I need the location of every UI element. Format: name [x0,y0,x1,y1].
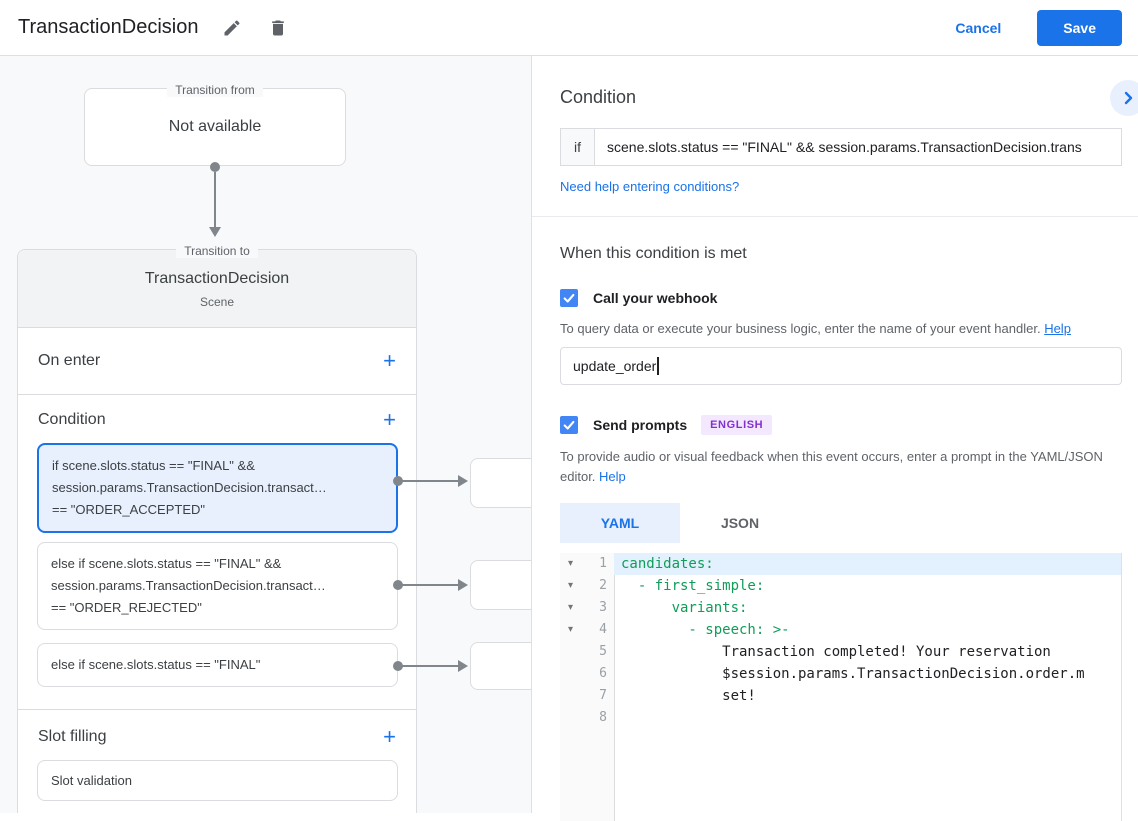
when-condition-heading: When this condition is met [560,245,747,262]
chevron-right-icon [1124,91,1133,105]
connector-dot [393,580,403,590]
transition-target-box[interactable] [470,642,531,690]
panel-title: Condition [560,86,637,107]
divider [532,216,1138,217]
on-enter-label: On enter [38,352,101,369]
fold-arrow-icon[interactable]: ▾ [567,558,574,569]
slot-filling-section: Slot filling + Slot validation [18,710,416,813]
add-condition-button[interactable]: + [383,407,396,432]
send-prompts-checkbox[interactable] [560,416,578,434]
transition-to-legend: Transition to [18,242,416,260]
arrow-right-icon [458,475,468,487]
connector-dot [393,476,403,486]
page-title: TransactionDecision [18,16,199,38]
webhook-help-link[interactable]: Help [1044,321,1071,336]
event-handler-input[interactable]: update_order [560,347,1122,385]
condition-card-final[interactable]: else if scene.slots.status == "FINAL" [37,643,398,687]
prompts-help-link[interactable]: Help [599,469,626,484]
connector-line [214,172,216,227]
prompts-helper-text: To provide audio or visual feedback when… [560,449,1103,484]
edit-button[interactable] [220,16,244,40]
arrow-down-icon [209,227,221,237]
scene-title: TransactionDecision [144,270,290,287]
transition-from-node: Transition from Not available [84,83,346,166]
yaml-code-editor[interactable]: ▾ 1 candidates: ▾ 2 - first_simple: ▾ 3 … [560,553,1122,821]
connector-line [400,584,458,586]
text-caret [657,357,659,375]
scene-header[interactable]: TransactionDecision Scene [18,250,416,328]
condition-card-rejected[interactable]: else if scene.slots.status == "FINAL" &&… [37,542,398,630]
conditions-help-link[interactable]: Need help entering conditions? [560,179,740,194]
arrow-right-icon [458,660,468,672]
connector-dot [393,661,403,671]
editor-line: ▾ 3 variants: [560,597,1121,619]
editor-line: 6 $session.params.TransactionDecision.or… [599,666,1085,682]
save-button[interactable]: Save [1037,9,1122,46]
condition-detail-panel: Condition if scene.slots.status == "FINA… [531,56,1138,821]
transition-target-box[interactable] [470,560,531,610]
webhook-checkbox-label: Call your webhook [593,290,718,306]
checkmark-icon [563,420,575,430]
webhook-checkbox[interactable] [560,289,578,307]
editor-line: ▾ 1 candidates: [560,553,1121,575]
transition-from-content: Not available [168,118,262,135]
trash-icon [272,20,285,35]
editor-line: 5 Transaction completed! Your reservatio… [599,644,1051,660]
cancel-button[interactable]: Cancel [955,19,1002,36]
collapse-panel-button[interactable] [1110,80,1138,116]
checkmark-icon [563,293,575,303]
fold-arrow-icon[interactable]: ▾ [567,580,574,591]
condition-expression-input[interactable]: scene.slots.status == "FINAL" && session… [594,128,1122,166]
connector-line [400,665,458,667]
editor-gutter [560,553,614,821]
send-prompts-label: Send prompts [593,417,688,433]
tab-json[interactable]: JSON [720,515,760,531]
transition-target-box[interactable] [470,458,531,508]
on-enter-section: On enter + [18,328,416,395]
slot-validation-card[interactable]: Slot validation [37,760,398,801]
add-slot-button[interactable]: + [383,724,396,749]
fold-arrow-icon[interactable]: ▾ [567,624,574,635]
transition-to-node: Transition to TransactionDecision Scene … [17,244,417,813]
delete-button[interactable] [266,16,290,40]
pencil-icon [224,19,240,35]
tab-yaml[interactable]: YAML [560,503,680,543]
scene-subtitle: Scene [199,295,235,309]
add-on-enter-button[interactable]: + [383,348,396,373]
top-bar: TransactionDecision Cancel Save [0,0,1138,56]
editor-line: 7 set! [599,688,756,704]
transition-from-legend: Transition from [85,81,345,99]
if-prefix-label: if [560,128,594,166]
arrow-right-icon [458,579,468,591]
scene-diagram-canvas: Transition from Not available Transition… [0,56,531,813]
webhook-helper-text: To query data or execute your business l… [560,321,1071,336]
slot-filling-label: Slot filling [38,728,107,745]
divider [614,553,615,821]
connector-dot [210,162,220,172]
condition-card-accepted[interactable]: if scene.slots.status == "FINAL" && sess… [37,443,398,533]
editor-line: ▾ 2 - first_simple: [560,575,1121,597]
editor-format-tabs: YAML JSON [560,503,1122,543]
editor-line: 8 [599,710,607,725]
editor-line: ▾ 4 - speech: >- [560,619,1121,641]
fold-arrow-icon[interactable]: ▾ [567,602,574,613]
condition-label: Condition [38,411,106,428]
language-badge: ENGLISH [701,415,773,435]
connector-line [400,480,458,482]
condition-section: Condition + if scene.slots.status == "FI… [18,395,416,710]
